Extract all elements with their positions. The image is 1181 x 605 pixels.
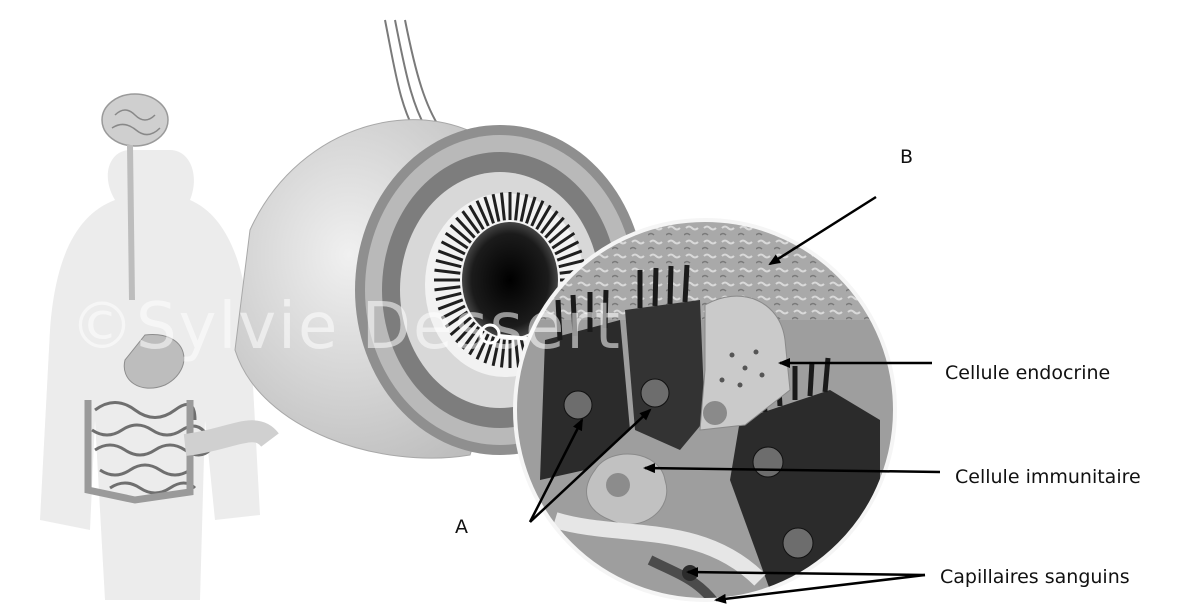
label-a: A <box>455 516 468 538</box>
label-immune-cell: Cellule immunitaire <box>955 466 1141 488</box>
label-capillaries: Capillaires sanguins <box>940 566 1130 588</box>
label-endocrine-cell: Cellule endocrine <box>945 362 1110 384</box>
enterocyte-center <box>625 300 705 450</box>
label-b: B <box>900 146 913 168</box>
brain-icon <box>102 94 168 146</box>
watermark-text: ©Sylvie Dessert <box>70 290 622 364</box>
arrow-b <box>770 197 876 264</box>
